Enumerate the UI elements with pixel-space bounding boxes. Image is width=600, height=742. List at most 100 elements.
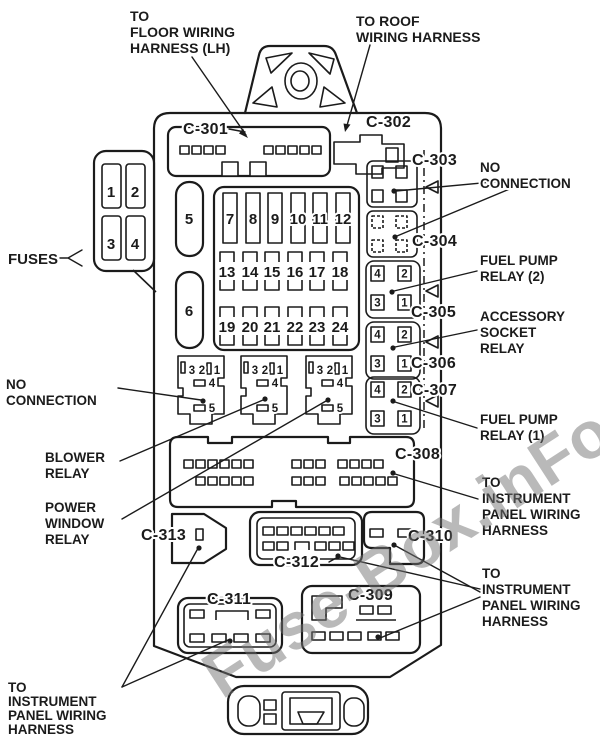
svg-text:TO: TO bbox=[482, 475, 501, 490]
svg-text:1: 1 bbox=[107, 184, 115, 201]
c302-connector bbox=[333, 134, 405, 175]
instrument-harness-3-label: TO INSTRUMENT PANEL WIRING HARNESS bbox=[6, 678, 109, 739]
svg-text:1: 1 bbox=[277, 365, 284, 377]
svg-text:1: 1 bbox=[214, 365, 221, 377]
svg-text:4: 4 bbox=[272, 378, 279, 390]
svg-text:17: 17 bbox=[309, 264, 326, 281]
accessory-socket-relay-label: ACCESSORY SOCKET RELAY bbox=[478, 307, 567, 358]
fuel-pump-relay-2-label: FUEL PUMP RELAY (2) bbox=[478, 251, 560, 286]
svg-text:FUEL PUMP: FUEL PUMP bbox=[480, 412, 558, 427]
svg-text:11: 11 bbox=[312, 211, 328, 228]
svg-text:HARNESS: HARNESS bbox=[482, 614, 548, 629]
fuse-panel bbox=[212, 185, 361, 352]
svg-text:RELAY: RELAY bbox=[45, 466, 90, 481]
svg-text:WINDOW: WINDOW bbox=[45, 516, 104, 531]
c304-label: C-304 bbox=[412, 233, 457, 250]
c309-label: C-309 bbox=[348, 587, 393, 604]
svg-text:3: 3 bbox=[374, 414, 380, 426]
main-box-outline bbox=[152, 44, 443, 736]
svg-text:2: 2 bbox=[262, 365, 268, 377]
c301-connector bbox=[166, 125, 332, 178]
svg-text:HARNESS: HARNESS bbox=[482, 523, 548, 538]
svg-text:CONNECTION: CONNECTION bbox=[480, 176, 571, 191]
svg-text:HARNESS (LH): HARNESS (LH) bbox=[130, 40, 230, 56]
svg-text:3: 3 bbox=[252, 365, 258, 377]
svg-text:FUEL PUMP: FUEL PUMP bbox=[480, 253, 558, 268]
fuses-label: FUSES bbox=[8, 251, 58, 268]
svg-text:RELAY: RELAY bbox=[45, 532, 90, 547]
reference-line bbox=[423, 150, 439, 428]
c306-pin-numbers: 4 2 3 1 bbox=[372, 328, 410, 373]
svg-text:9: 9 bbox=[271, 211, 279, 228]
svg-text:5: 5 bbox=[272, 403, 279, 415]
svg-text:HARNESS: HARNESS bbox=[8, 722, 74, 737]
c305-label: C-305 bbox=[411, 304, 456, 321]
svg-text:5: 5 bbox=[337, 403, 344, 415]
instrument-harness-2-label: TO INSTRUMENT PANEL WIRING HARNESS bbox=[480, 564, 583, 631]
svg-text:INSTRUMENT: INSTRUMENT bbox=[482, 582, 571, 597]
svg-text:4: 4 bbox=[131, 236, 140, 253]
c303-c304-connectors bbox=[366, 160, 418, 258]
svg-text:BLOWER: BLOWER bbox=[45, 450, 105, 465]
svg-text:INSTRUMENT: INSTRUMENT bbox=[8, 694, 97, 709]
svg-text:PANEL WIRING: PANEL WIRING bbox=[482, 598, 581, 613]
diagram-text: TO FLOOR WIRING HARNESS (LH) TO ROOF WIR… bbox=[4, 6, 583, 739]
svg-text:8: 8 bbox=[249, 211, 257, 228]
svg-text:3: 3 bbox=[374, 298, 380, 310]
blower-relay-label: BLOWER RELAY bbox=[43, 448, 107, 483]
svg-text:PANEL WIRING: PANEL WIRING bbox=[8, 708, 107, 723]
svg-text:SOCKET: SOCKET bbox=[480, 325, 537, 340]
svg-text:TO: TO bbox=[8, 680, 27, 695]
svg-text:3: 3 bbox=[107, 236, 115, 253]
relay1-pin-numbers: 3 2 1 4 5 bbox=[187, 363, 223, 417]
svg-text:PANEL WIRING: PANEL WIRING bbox=[482, 507, 581, 522]
svg-text:2: 2 bbox=[401, 269, 407, 281]
svg-text:2: 2 bbox=[401, 330, 407, 342]
svg-text:4: 4 bbox=[337, 378, 344, 390]
svg-text:TO: TO bbox=[130, 8, 149, 24]
svg-text:3: 3 bbox=[374, 359, 380, 371]
small-fuse-numbers: 1 2 3 4 bbox=[105, 182, 142, 255]
svg-text:RELAY: RELAY bbox=[480, 341, 525, 356]
c311-connector bbox=[176, 596, 284, 655]
fuel-pump-relay-1-label: FUEL PUMP RELAY (1) bbox=[478, 410, 560, 445]
c311-label: C-311 bbox=[207, 591, 251, 608]
svg-text:NO: NO bbox=[6, 377, 26, 392]
svg-text:21: 21 bbox=[264, 319, 281, 336]
svg-text:2: 2 bbox=[199, 365, 205, 377]
svg-text:22: 22 bbox=[287, 319, 304, 336]
svg-text:1: 1 bbox=[401, 298, 408, 310]
svg-text:3: 3 bbox=[189, 365, 195, 377]
fuse-row1-numbers: 7 8 9 10 11 12 bbox=[224, 209, 354, 230]
svg-text:15: 15 bbox=[264, 264, 281, 281]
top-mount-bracket bbox=[243, 44, 359, 115]
svg-text:WIRING HARNESS: WIRING HARNESS bbox=[356, 29, 480, 45]
svg-text:1: 1 bbox=[401, 359, 408, 371]
c307-label: C-307 bbox=[412, 382, 457, 399]
svg-text:4: 4 bbox=[374, 269, 381, 281]
svg-text:3: 3 bbox=[317, 365, 323, 377]
svg-text:4: 4 bbox=[374, 385, 381, 397]
bottom-mount-bracket bbox=[226, 684, 370, 736]
fuse-5-number: 5 bbox=[185, 211, 193, 228]
svg-text:18: 18 bbox=[332, 264, 349, 281]
svg-text:FLOOR WIRING: FLOOR WIRING bbox=[130, 24, 235, 40]
floor-harness-label: TO FLOOR WIRING HARNESS (LH) bbox=[128, 6, 237, 58]
svg-text:POWER: POWER bbox=[45, 500, 96, 515]
c310-label: C-310 bbox=[408, 528, 453, 545]
c302-label: C-302 bbox=[366, 114, 411, 131]
c308-label: C-308 bbox=[395, 446, 440, 463]
svg-text:RELAY (2): RELAY (2) bbox=[480, 269, 545, 284]
small-fuse-box bbox=[92, 149, 157, 293]
c313-label: C-313 bbox=[141, 527, 186, 544]
c306-label: C-306 bbox=[411, 355, 456, 372]
svg-text:RELAY (1): RELAY (1) bbox=[480, 428, 545, 443]
power-window-relay-label: POWER WINDOW RELAY bbox=[43, 498, 106, 549]
svg-text:4: 4 bbox=[374, 330, 381, 342]
svg-text:13: 13 bbox=[219, 264, 236, 281]
c307-pin-numbers: 4 2 3 1 bbox=[372, 383, 410, 428]
svg-text:4: 4 bbox=[209, 378, 216, 390]
c301-label: C-301 bbox=[183, 121, 228, 138]
fuse-row3-numbers: 19 20 21 22 23 24 bbox=[217, 317, 351, 338]
